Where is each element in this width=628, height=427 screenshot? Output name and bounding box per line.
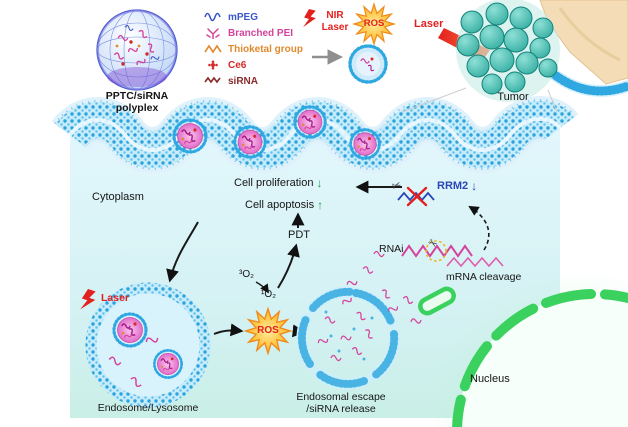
escape-vesicle [296, 250, 423, 390]
rnai-to-rrm2-dashed-arrow [468, 205, 490, 251]
nucleus-label: Nucleus [470, 373, 510, 385]
nir-bolt-icon [301, 8, 318, 30]
legend-item-thioketal: Thioketal group [203, 41, 303, 57]
legend-label: Thioketal group [228, 43, 303, 55]
ce6-icon [208, 60, 218, 70]
big-polyplex-sphere [96, 9, 178, 91]
red-x-icon [406, 186, 428, 207]
mrna-cleavage-label: mRNA cleavage [446, 271, 522, 283]
nir-activation [301, 8, 388, 84]
tumor-region [401, 0, 628, 113]
cell-proliferation-row: Cell proliferation ↓ [234, 177, 322, 190]
cell-proliferation-label: Cell proliferation [234, 176, 314, 189]
nuclear-membrane-fragment [418, 286, 456, 316]
apoptosis-up-arrow-icon: ↑ [317, 198, 324, 212]
mpeg-squiggle-icon [204, 12, 221, 22]
ros-label-bottom: ROS [257, 324, 279, 336]
endosome-laser-label: Laser [101, 292, 130, 304]
branched-pei-icon [206, 28, 220, 39]
triplet-oxygen-label: ³O₂ [239, 269, 254, 280]
pdt-label: PDT [288, 229, 310, 241]
endosomal-escape-label-line1: Endosomal escape [296, 391, 386, 403]
legend-item-pei: Branched PEI [203, 25, 303, 41]
sirna-squiggle-icon [204, 76, 221, 84]
ros-label-top: ROS [363, 18, 385, 30]
cytoplasm-label: Cytoplasm [92, 191, 144, 203]
tumor-laser-label: Laser [414, 18, 444, 30]
legend-label: siRNA [228, 75, 259, 87]
nir-laser-label-line1: NIR [326, 10, 344, 21]
legend-label: Branched PEI [228, 27, 294, 39]
micelle [348, 44, 388, 84]
proliferation-down-arrow-icon: ↓ [316, 176, 323, 190]
rrm2-mrna-blocked [397, 186, 435, 207]
rrm2-down-arrow-icon: ↓ [471, 179, 478, 193]
endosomal-escape-label-line2: /siRNA release [306, 403, 376, 415]
rnai-mrna-cleavage [401, 240, 504, 268]
cleavage-site-highlight [425, 240, 447, 262]
endosome-lysosome-label: Endosome/Lysosome [97, 402, 199, 414]
legend: mPEG Branched PEI Thioketal group Ce6 si… [203, 9, 303, 89]
cell-apoptosis-row: Cell apoptosis ↑ [245, 199, 323, 212]
legend-item-sirna: siRNA [203, 73, 303, 89]
thioketal-icon [204, 44, 222, 54]
polyplex-label-line1: PPTC/siRNA [105, 90, 169, 102]
legend-label: Ce6 [228, 59, 247, 71]
endosome-lysosome [85, 282, 211, 408]
tumor-cluster [456, 2, 558, 95]
legend-item-ce6: Ce6 [203, 57, 303, 73]
legend-item-mpeg: mPEG [203, 9, 303, 25]
polyplex-label-line2: polyplex [115, 102, 159, 114]
rrm2-label: RRM2 [437, 179, 469, 192]
nucleus [418, 286, 628, 427]
nir-laser-label-line2: Laser [321, 22, 349, 33]
vesicle-fragments [324, 310, 374, 361]
singlet-oxygen-label: ¹O₂ [261, 289, 276, 300]
rrm2-row: RRM2 ↓ [437, 180, 477, 193]
legend-label: mPEG [228, 11, 259, 23]
cell-apoptosis-label: Cell apoptosis [245, 198, 315, 211]
rnai-label: RNAi [379, 243, 404, 255]
tumor-label: Tumor [497, 91, 529, 103]
zoom-guide-line [401, 87, 467, 113]
zoom-guide-line [547, 89, 558, 113]
